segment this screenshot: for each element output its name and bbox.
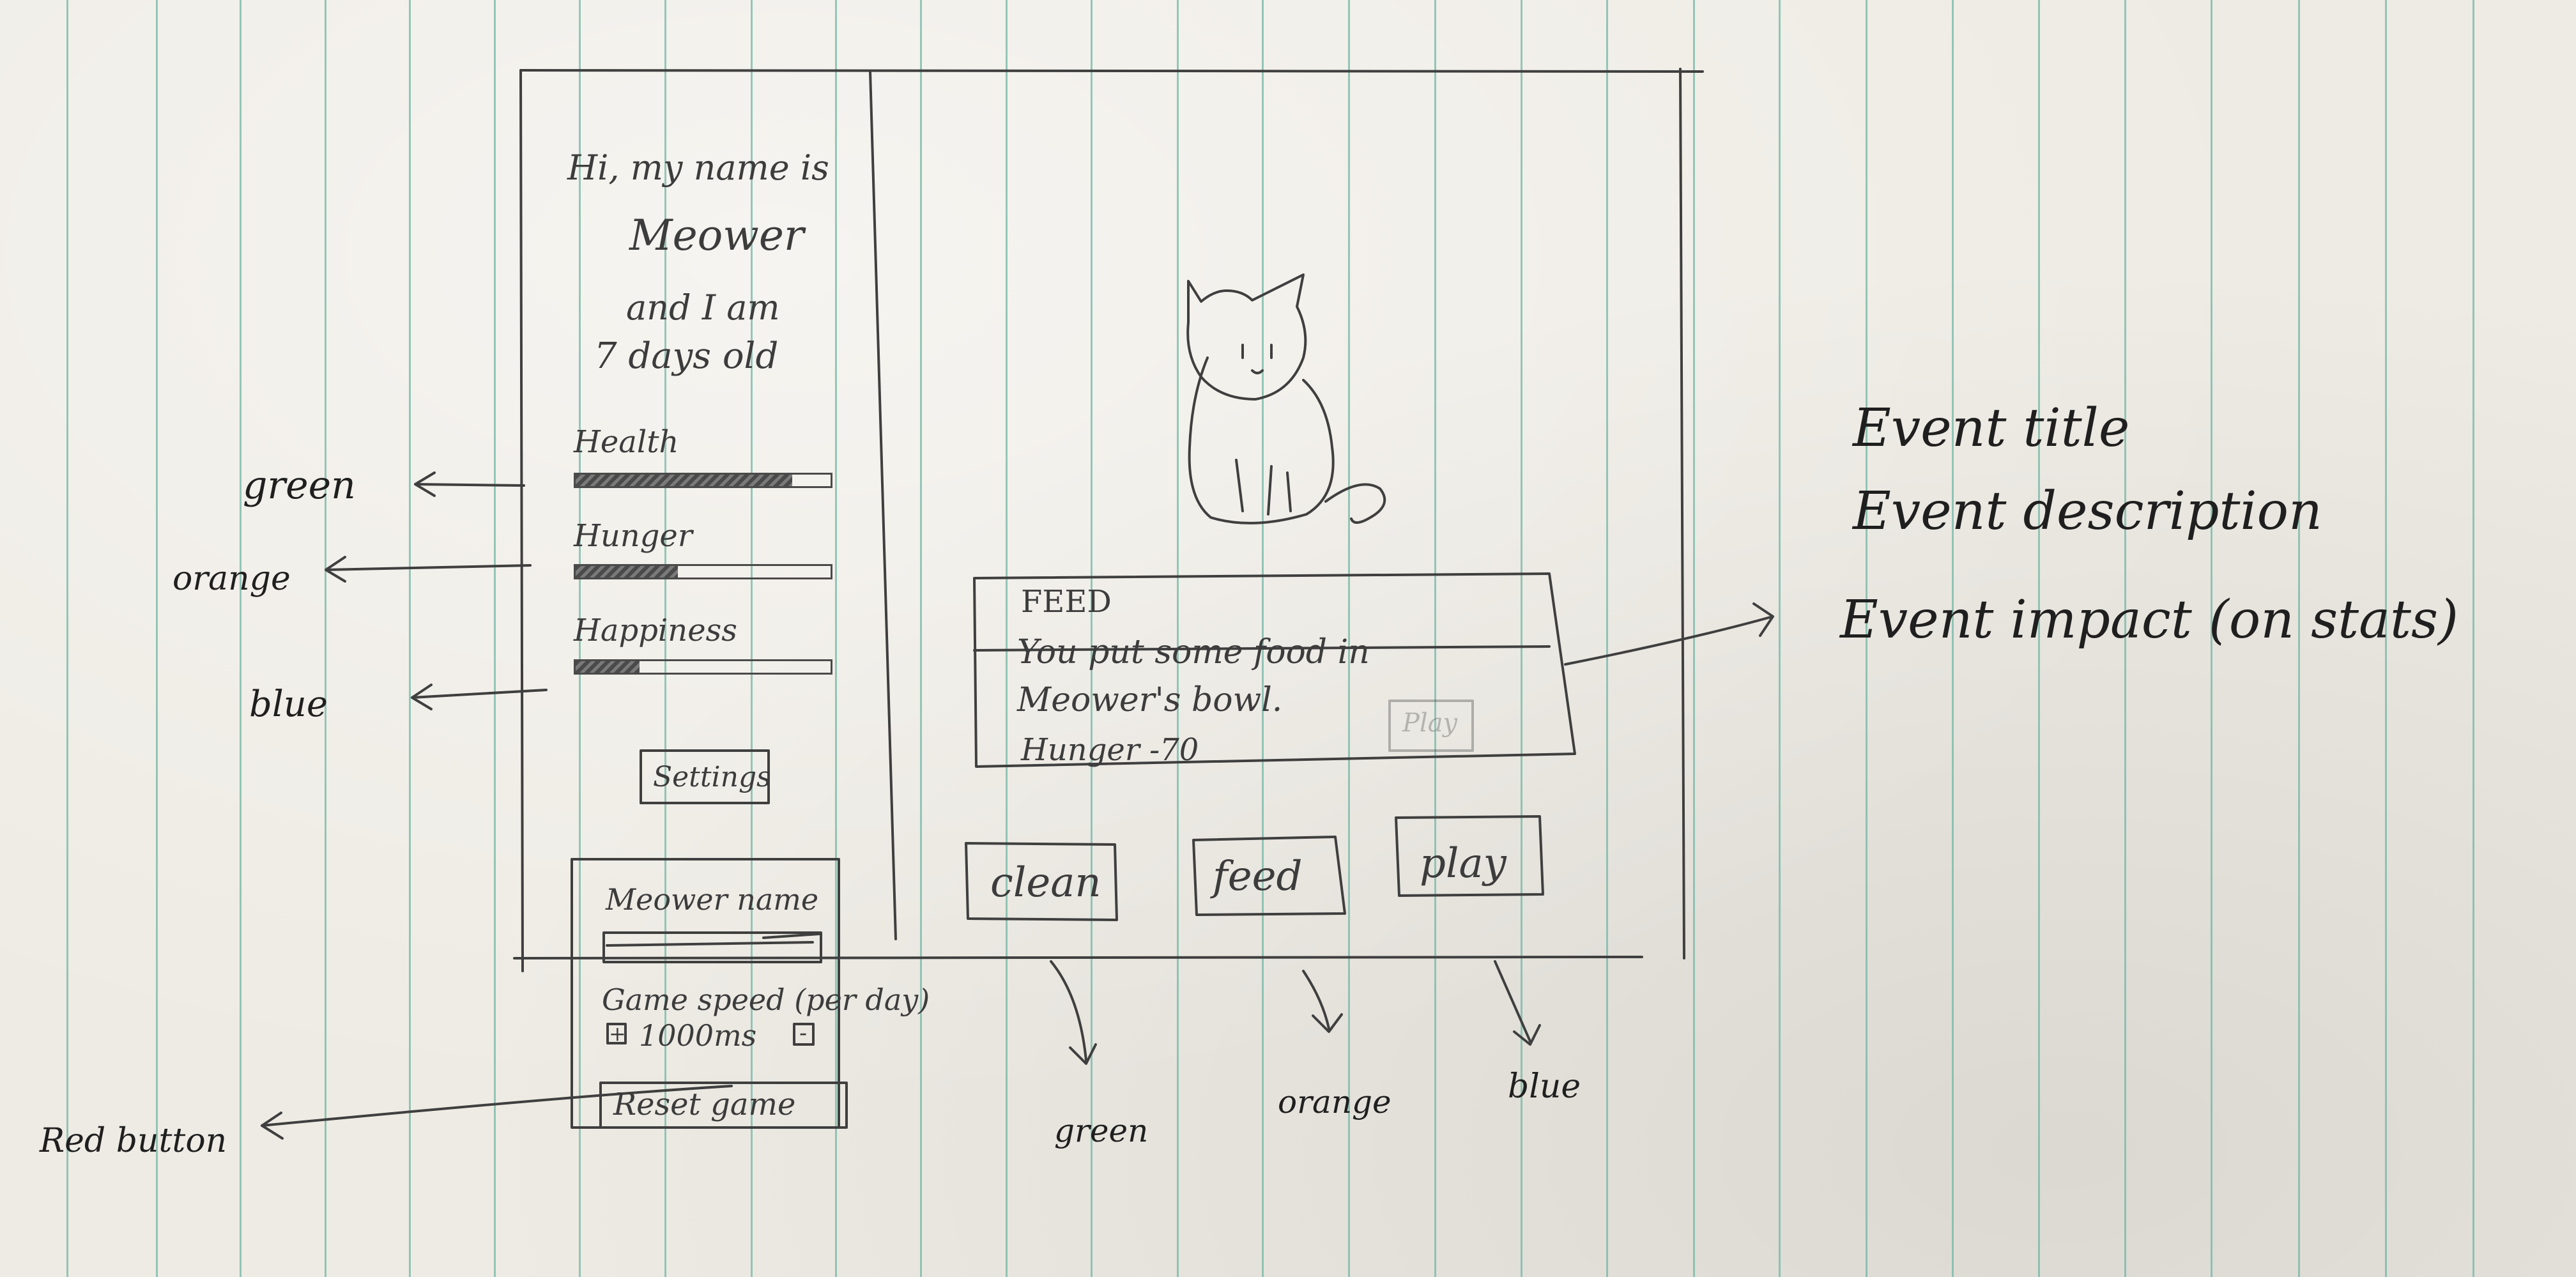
paper-rule <box>1866 0 1867 1277</box>
paper-rule <box>2472 0 2474 1277</box>
paper-rule <box>579 0 581 1277</box>
age-text: 7 days old <box>594 335 779 377</box>
paper-rule <box>1606 0 1608 1277</box>
note-event-title: Event title <box>1853 398 2130 459</box>
stat-label-health: Health <box>574 424 679 460</box>
feed-button[interactable]: feed <box>1213 853 1303 900</box>
paper-rule <box>1348 0 1350 1277</box>
paper-rule <box>920 0 922 1277</box>
paper-rule <box>240 0 241 1277</box>
event-card-inner-line <box>973 645 1551 652</box>
paper-rule <box>66 0 68 1277</box>
arrow-left-happiness <box>411 684 548 710</box>
arrow-down-play <box>1494 960 1541 1046</box>
play-button[interactable]: play <box>1420 840 1506 887</box>
paper-rule <box>1177 0 1179 1277</box>
paper-rule <box>2038 0 2040 1277</box>
hunger-bar-fill <box>576 566 678 577</box>
cat-illustration <box>1186 273 1386 524</box>
paper-rule <box>2124 0 2126 1277</box>
paper-rule <box>325 0 326 1277</box>
note-feed-color: orange <box>1278 1083 1392 1120</box>
play-button-outline <box>1395 815 1544 897</box>
frame-bottom-edge <box>513 956 1643 960</box>
pet-name: Meower <box>629 211 804 260</box>
note-event-description: Event description <box>1853 481 2322 542</box>
clean-button-outline <box>965 842 1118 921</box>
note-reset-button: Red button <box>40 1122 227 1160</box>
hunger-bar <box>574 564 832 579</box>
frame-right-edge <box>1679 68 1685 960</box>
input-scribble <box>606 933 820 947</box>
age-intro-text: and I am <box>626 287 780 328</box>
paper-rule <box>664 0 666 1277</box>
arrow-down-clean <box>1050 960 1097 1065</box>
paper-rule <box>1006 0 1008 1277</box>
stat-label-hunger: Hunger <box>574 518 693 554</box>
sidebar-divider <box>869 70 897 940</box>
health-bar-fill <box>576 475 793 486</box>
speed-plus-box <box>606 1023 627 1044</box>
speed-minus-box <box>793 1023 815 1046</box>
speed-value: 1000ms <box>639 1018 757 1053</box>
event-description-line1: You put some food in <box>1017 633 1370 671</box>
happiness-bar <box>574 659 832 675</box>
paper-rule <box>2298 0 2300 1277</box>
game-speed-label: Game speed (per day) <box>602 983 930 1017</box>
speed-plus-button[interactable]: + <box>609 1021 626 1046</box>
arrow-left-health <box>414 471 525 497</box>
note-hunger-color: orange <box>172 560 291 598</box>
arrow-down-feed <box>1302 970 1343 1033</box>
paper-rule <box>156 0 158 1277</box>
paper-rule <box>494 0 496 1277</box>
stat-label-happiness: Happiness <box>574 613 737 648</box>
clean-button[interactable]: clean <box>990 859 1101 906</box>
ghost-play-label: Play <box>1402 708 1458 738</box>
note-happiness-color: blue <box>249 684 328 725</box>
greeting-text: Hi, my name is <box>567 148 829 188</box>
reset-button-outline <box>599 1082 848 1129</box>
paper-rule <box>1779 0 1781 1277</box>
event-description-line2: Meower's bowl. <box>1017 681 1283 719</box>
settings-button[interactable]: Settings <box>653 761 771 793</box>
reset-game-button[interactable]: Reset game <box>613 1087 796 1122</box>
paper-rule <box>751 0 753 1277</box>
paper-rule <box>1262 0 1264 1277</box>
feed-button-outline <box>1192 836 1346 916</box>
note-event-impact: Event impact (on stats) <box>1840 590 2459 650</box>
paper-rule <box>1521 0 1522 1277</box>
settings-button-outline <box>640 749 770 804</box>
arrow-left-hunger <box>325 556 532 583</box>
ghost-play-button <box>1388 700 1474 752</box>
paper-rule <box>1091 0 1092 1277</box>
meower-name-input <box>602 931 822 963</box>
health-bar <box>574 473 832 488</box>
event-card-outline <box>973 572 1576 768</box>
happiness-bar-fill <box>576 661 640 673</box>
arrow-left-reset <box>261 1085 733 1140</box>
frame-left-edge <box>519 69 524 972</box>
event-impact: Hunger -70 <box>1021 732 1199 768</box>
paper-rule <box>835 0 837 1277</box>
paper-rule <box>1952 0 1954 1277</box>
paper-rule <box>1434 0 1436 1277</box>
paper-rule <box>2211 0 2212 1277</box>
event-title: FEED <box>1021 584 1112 620</box>
paper-rule <box>1693 0 1695 1277</box>
note-play-color: blue <box>1508 1067 1581 1106</box>
note-clean-color: green <box>1054 1112 1149 1149</box>
frame-top-edge <box>519 69 1704 73</box>
note-health-color: green <box>243 463 356 508</box>
meower-name-label: Meower name <box>606 882 819 917</box>
speed-minus-button[interactable]: - <box>799 1020 808 1046</box>
arrow-right-event <box>1564 602 1774 666</box>
paper-rule <box>2385 0 2387 1277</box>
paper-rule <box>409 0 411 1277</box>
